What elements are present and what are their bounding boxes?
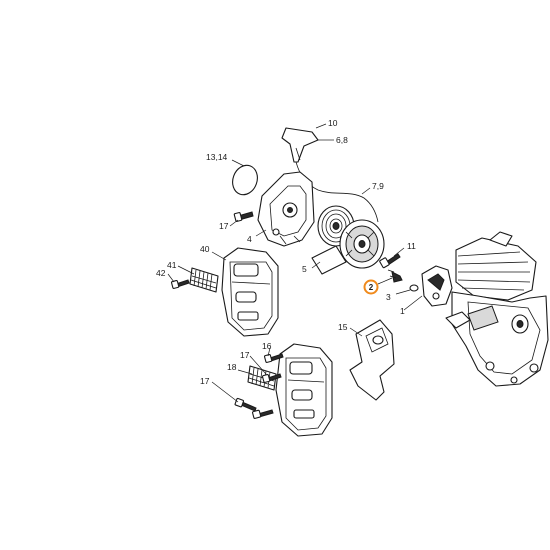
pawl-part[interactable] [387,269,403,283]
callout-3: 3 [386,292,391,302]
callout-40: 40 [200,244,210,254]
spark-screen-top[interactable] [189,267,219,293]
callout-7-9: 7,9 [372,181,384,191]
callout-41: 41 [167,260,177,270]
screw-17-mid[interactable] [262,373,282,383]
washer-3[interactable] [409,284,419,292]
callout-18: 18 [227,362,237,372]
screw-top[interactable] [233,211,254,222]
callout-6-8: 6,8 [336,135,348,145]
engine-block [445,231,549,387]
callout-labels: 10 6,8 13,14 7,9 17 4 5 11 40 41 42 3 1 … [156,118,416,386]
screw-16[interactable] [264,353,284,363]
callout-17-mid: 17 [240,350,250,360]
highlighted-part-label: 2 [369,283,374,292]
highlighted-part-marker[interactable]: 2 [363,279,379,295]
callout-10: 10 [328,118,338,128]
washer-plate[interactable] [311,245,347,275]
ignition-module[interactable] [421,265,453,307]
muffler-bottom[interactable] [275,343,333,437]
screw-17-bottom-b[interactable] [252,409,274,419]
heat-shield[interactable] [349,319,395,401]
callout-5: 5 [302,264,307,274]
screw-11[interactable] [379,253,401,269]
starter-grip[interactable] [281,127,319,163]
o-ring[interactable] [229,162,262,198]
screw-42[interactable] [171,279,190,289]
callout-17-top: 17 [219,221,229,231]
callout-13-14: 13,14 [206,152,228,162]
callout-42: 42 [156,268,166,278]
callout-11: 11 [407,241,416,251]
callout-15: 15 [338,322,348,332]
callout-4: 4 [247,234,252,244]
callout-17-bottom: 17 [200,376,210,386]
muffler-top[interactable] [221,247,279,337]
screw-17-bottom-a[interactable] [234,397,257,412]
callout-16: 16 [262,341,272,351]
leader-lines [167,123,423,403]
fan-housing[interactable] [257,171,315,247]
rope-rotor[interactable] [339,219,385,269]
callout-1: 1 [400,306,405,316]
